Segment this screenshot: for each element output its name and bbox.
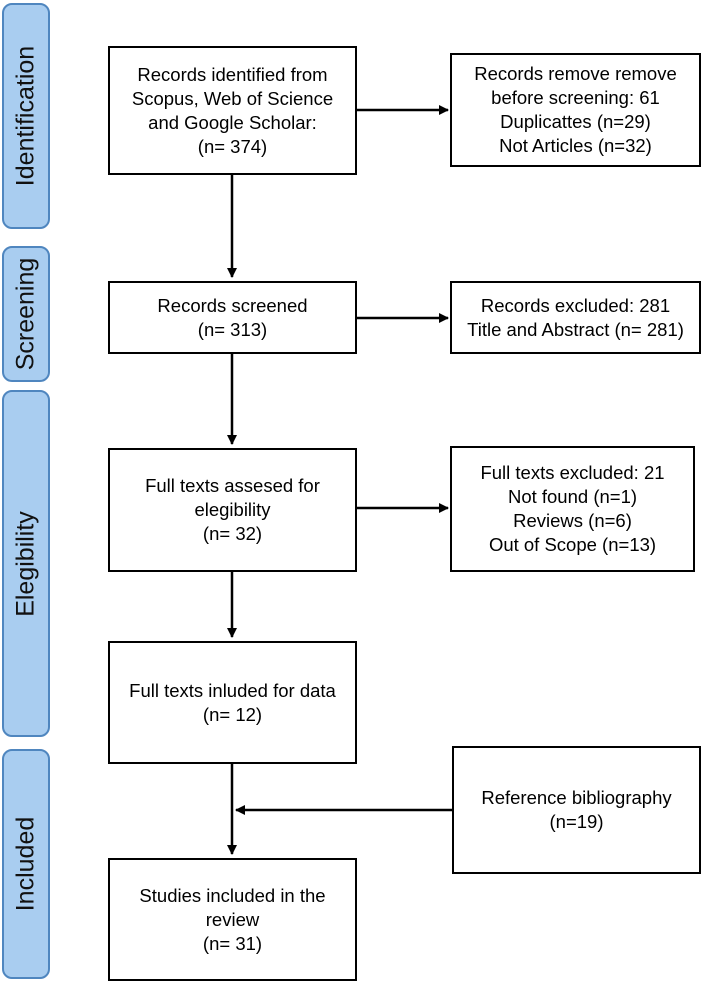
box-reference-bibliography: Reference bibliography (n=19)	[452, 746, 701, 874]
box-line: Records screened	[157, 294, 308, 316]
box-line: (n=19)	[549, 811, 604, 832]
box-line: Records excluded: 281	[480, 294, 671, 316]
box-full-texts-included: Full texts inluded for data (n= 12)	[108, 641, 357, 764]
box-line: Duplicattes (n=29)	[500, 111, 651, 132]
phase-included: Included	[2, 749, 50, 979]
box-line: (n= 374)	[197, 135, 268, 157]
box-line: Records remove remove	[474, 63, 677, 84]
box-line: review	[205, 908, 260, 930]
box-studies-included: Studies included in the review (n= 31)	[108, 858, 357, 981]
box-line: Not found (n=1)	[507, 486, 638, 507]
box-line: Out of Scope (n=13)	[488, 534, 657, 555]
box-line: Records identified from	[137, 63, 328, 85]
phase-identification: Identification	[2, 3, 50, 229]
box-line: Full texts excluded: 21	[480, 462, 665, 483]
phase-screening: Screening	[2, 246, 50, 382]
box-records-removed: Records remove remove before screening: …	[450, 53, 701, 167]
box-line: (n= 12)	[202, 703, 263, 725]
box-line: elegibility	[194, 499, 271, 520]
box-line: Full texts inluded for data	[129, 679, 336, 701]
box-line: Not Articles (n=32)	[499, 135, 652, 156]
box-line: Studies included in the	[139, 884, 326, 906]
phase-eligibility: Elegibility	[2, 390, 50, 737]
box-records-screened: Records screened (n= 313)	[108, 281, 357, 354]
box-records-identified: Records identified from Scopus, Web of S…	[108, 46, 357, 175]
box-line: (n= 313)	[197, 318, 268, 340]
box-full-texts-assessed: Full texts assesed for elegibility (n= 3…	[108, 448, 357, 572]
box-line: (n= 31)	[202, 932, 263, 954]
box-line: Full texts assesed for	[145, 475, 320, 496]
box-line: (n= 32)	[202, 523, 263, 544]
box-line: before screening: 61	[491, 87, 660, 108]
box-line: Reference bibliography	[481, 787, 672, 808]
box-line: Scopus, Web of Science	[131, 87, 334, 109]
box-line: and Google Scholar:	[148, 111, 317, 133]
box-line: Title and Abstract (n= 281)	[467, 318, 684, 340]
box-records-excluded: Records excluded: 281 Title and Abstract…	[450, 281, 701, 354]
box-line: Reviews (n=6)	[513, 510, 632, 531]
box-full-texts-excluded: Full texts excluded: 21 Not found (n=1) …	[450, 446, 695, 572]
